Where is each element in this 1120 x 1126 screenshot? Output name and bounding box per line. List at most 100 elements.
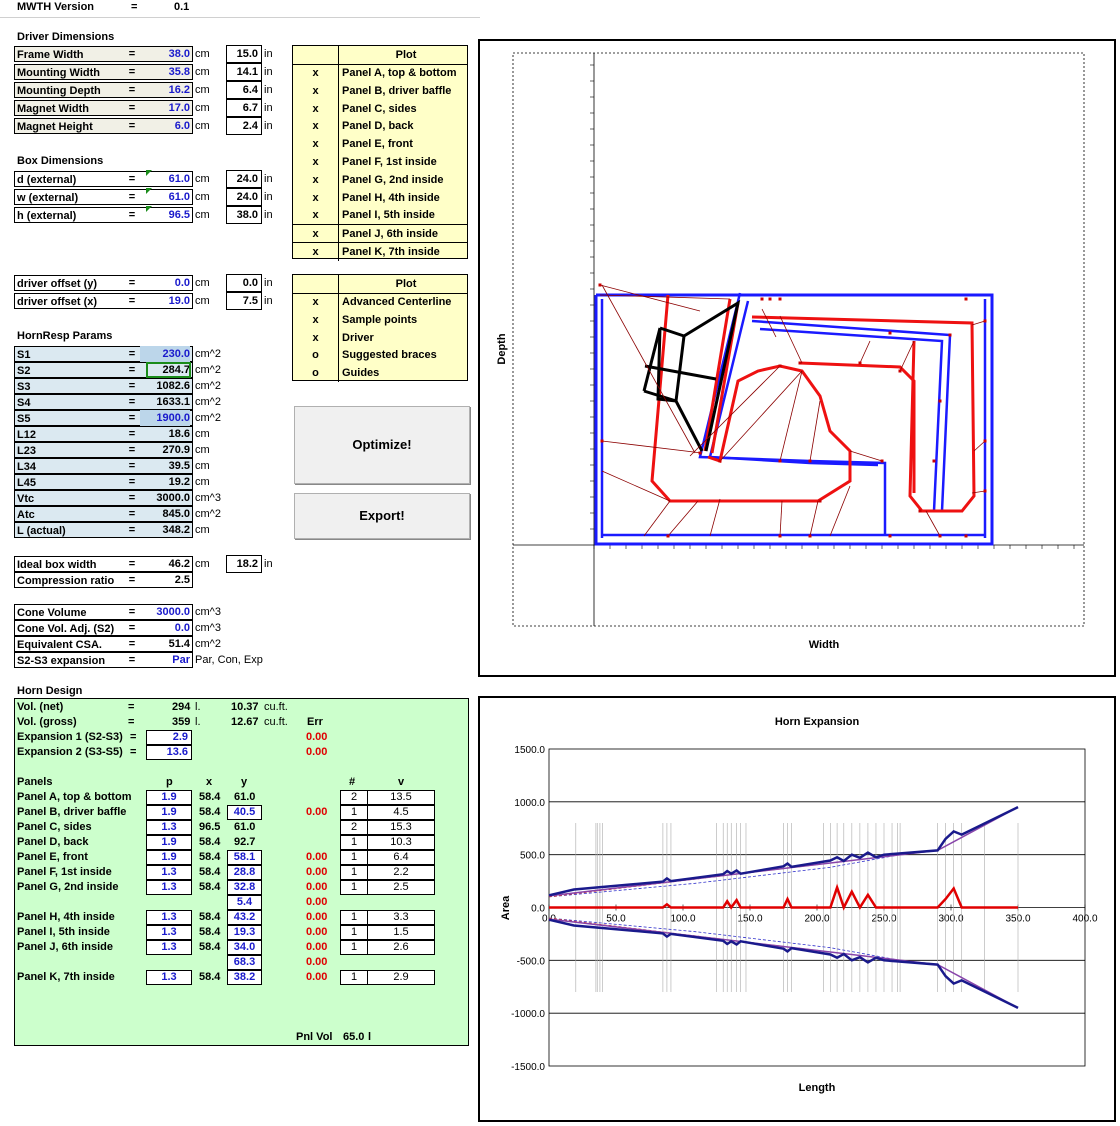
ideal-width-iunit: in bbox=[264, 558, 273, 570]
hornresp-value[interactable]: 270.9 bbox=[162, 444, 190, 456]
comment-marker bbox=[146, 170, 152, 176]
hornresp-value[interactable]: 1900.0 bbox=[140, 410, 190, 426]
panel-y[interactable]: 5.4 bbox=[227, 895, 262, 910]
panel-p[interactable]: 1.3 bbox=[146, 925, 192, 940]
hornresp-value[interactable]: 348.2 bbox=[162, 524, 190, 536]
hornresp-value[interactable]: 845.0 bbox=[162, 508, 190, 520]
cone-value[interactable]: 51.4 bbox=[168, 638, 190, 650]
param-value[interactable]: 19.0 bbox=[168, 295, 190, 307]
plot-toggle[interactable]: x bbox=[312, 313, 319, 326]
plot-toggle[interactable]: x bbox=[312, 331, 319, 344]
panel-p[interactable]: 1.9 bbox=[146, 790, 192, 805]
optimize-button[interactable]: Optimize! bbox=[294, 406, 470, 484]
panel-count: 2 bbox=[340, 820, 368, 835]
hornresp-value[interactable]: 39.5 bbox=[168, 460, 190, 472]
panel-y[interactable]: 38.2 bbox=[227, 970, 262, 985]
plot-toggle[interactable]: x bbox=[312, 246, 319, 258]
param-value[interactable]: 38.0 bbox=[168, 48, 190, 60]
hornresp-label: S2 bbox=[14, 362, 193, 378]
sample-line bbox=[719, 370, 803, 462]
plot-toggle[interactable]: o bbox=[312, 349, 319, 362]
plot-toggle[interactable]: x bbox=[312, 296, 319, 308]
panel-y[interactable]: 32.8 bbox=[227, 880, 262, 895]
param-value[interactable]: 0.0 bbox=[174, 277, 190, 289]
y-tick-label: 500.0 bbox=[520, 851, 545, 862]
comment-marker bbox=[146, 206, 152, 212]
plot-toggle[interactable]: x bbox=[312, 138, 319, 151]
hornresp-unit: cm^2 bbox=[195, 348, 221, 360]
hornresp-value[interactable]: 18.6 bbox=[168, 428, 190, 440]
panel-p[interactable]: 1.3 bbox=[146, 910, 192, 925]
plot-toggle[interactable]: x bbox=[312, 156, 319, 168]
hornresp-value[interactable]: 3000.0 bbox=[156, 492, 190, 504]
hornresp-value[interactable]: 1082.6 bbox=[156, 380, 190, 392]
param-value[interactable]: 61.0 bbox=[168, 191, 190, 203]
export-button[interactable]: Export! bbox=[294, 493, 470, 539]
selected-cell[interactable] bbox=[146, 362, 191, 378]
expansion1-value[interactable]: 2.9 bbox=[146, 730, 192, 745]
param-value[interactable]: 96.5 bbox=[168, 209, 190, 221]
param-value[interactable]: 35.8 bbox=[168, 66, 190, 78]
inch-value: 2.4 bbox=[226, 117, 262, 135]
expansion2-value[interactable]: 13.6 bbox=[146, 745, 192, 760]
param-value[interactable]: 61.0 bbox=[168, 173, 190, 185]
panel-p[interactable]: 1.9 bbox=[146, 835, 192, 850]
panel-p[interactable]: 1.3 bbox=[146, 970, 192, 985]
panel-y[interactable]: 34.0 bbox=[227, 940, 262, 955]
cone-value[interactable]: 0.0 bbox=[174, 622, 190, 634]
panel-p[interactable]: 1.3 bbox=[146, 880, 192, 895]
panel-y[interactable]: 19.3 bbox=[227, 925, 262, 940]
plot-toggle[interactable]: o bbox=[312, 367, 319, 380]
equals-sign: = bbox=[128, 606, 136, 618]
panel-p[interactable]: 1.9 bbox=[146, 850, 192, 865]
plot-toggle[interactable]: x bbox=[312, 191, 319, 204]
panel-p[interactable]: 1.9 bbox=[146, 805, 192, 820]
hornresp-value[interactable]: 284.7 bbox=[162, 364, 190, 376]
equals-sign: = bbox=[128, 622, 136, 634]
plot-toggle[interactable]: x bbox=[312, 173, 319, 186]
y-tick-label: 0.0 bbox=[531, 904, 545, 915]
hornresp-value[interactable]: 1633.1 bbox=[156, 396, 190, 408]
panel-p[interactable]: 1.3 bbox=[146, 820, 192, 835]
panel-y[interactable]: 43.2 bbox=[227, 910, 262, 925]
sample-line bbox=[667, 500, 699, 537]
plot-toggle[interactable]: x bbox=[312, 67, 319, 79]
equals-sign: = bbox=[128, 173, 136, 185]
param-value[interactable]: 6.0 bbox=[174, 120, 190, 132]
cone-value[interactable]: 3000.0 bbox=[156, 606, 190, 618]
panel-y[interactable]: 58.1 bbox=[227, 850, 262, 865]
plot-toggle[interactable]: x bbox=[312, 102, 319, 115]
panel-y[interactable]: 28.8 bbox=[227, 865, 262, 880]
panel-p[interactable]: 1.3 bbox=[146, 865, 192, 880]
panel-y[interactable]: 40.5 bbox=[227, 805, 262, 820]
param-value[interactable]: 17.0 bbox=[168, 102, 190, 114]
plot-toggle[interactable]: x bbox=[312, 84, 319, 97]
hornresp-value[interactable]: 230.0 bbox=[140, 346, 190, 362]
cone-value[interactable]: Par bbox=[172, 654, 190, 666]
plot-toggle[interactable]: x bbox=[312, 209, 319, 222]
panel-y[interactable]: 68.3 bbox=[227, 955, 262, 970]
param-value[interactable]: 16.2 bbox=[168, 84, 190, 96]
plot-toggle[interactable]: x bbox=[312, 228, 319, 241]
panel-p[interactable]: 1.3 bbox=[146, 940, 192, 955]
hornresp-value[interactable]: 19.2 bbox=[168, 476, 190, 488]
cone-label: S2-S3 expansion bbox=[14, 652, 193, 668]
plot-toggle[interactable]: x bbox=[312, 120, 319, 133]
equals-sign: = bbox=[128, 209, 136, 221]
